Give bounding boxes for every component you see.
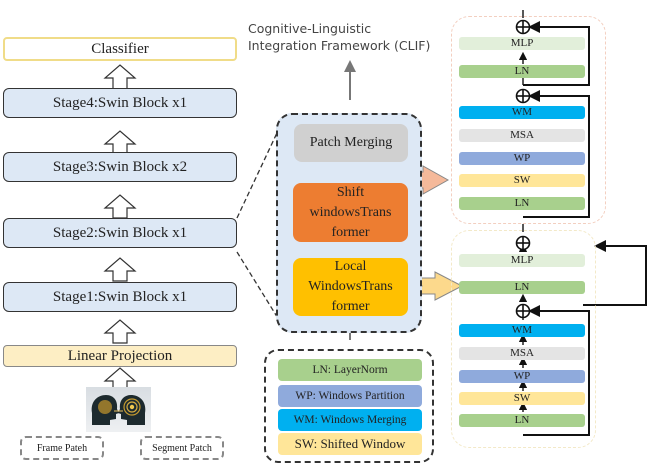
- local-layer-wp: WP: [459, 370, 585, 383]
- local-layer-ln-input: LN: [459, 414, 585, 427]
- local-layer-wm: WM: [459, 324, 585, 337]
- legend-item-ln: LN: LayerNorm: [278, 359, 422, 381]
- linear-projection-box: Linear Projection: [3, 345, 237, 367]
- shift-layer-wm: WM: [459, 106, 585, 119]
- local-layer-msa: MSA: [459, 347, 585, 360]
- input-image: [86, 387, 151, 432]
- shift-swin-block: [451, 16, 606, 224]
- local-transformer-line: WindowsTrans: [308, 279, 393, 294]
- classifier-box: Classifier: [3, 37, 237, 61]
- legend-item-wm: WM: Windows Merging: [278, 409, 422, 431]
- shift-windows-transformer-box: Shift windowsTrans former: [293, 183, 408, 242]
- shift-transformer-line: former: [331, 224, 370, 240]
- local-windows-transformer-box: Local WindowsTrans former: [293, 258, 408, 316]
- stage4-box: Stage4:Swin Block x1: [3, 88, 237, 118]
- title-line-1: Cognitive-Linguistic: [248, 21, 372, 36]
- stage2-box: Stage2:Swin Block x1: [3, 218, 237, 248]
- stage3-box: Stage3:Swin Block x2: [3, 152, 237, 182]
- legend-item-sw: SW: Shifted Window: [278, 433, 422, 455]
- shift-layer-ln-input: LN: [459, 197, 585, 210]
- shift-layer-ln: LN: [459, 65, 585, 78]
- add-icon: [515, 19, 531, 104]
- legend-item-wp: WP: Windows Partition: [278, 385, 422, 407]
- up-arrow-icon: [103, 64, 137, 393]
- diagram-title: Cognitive-Linguistic Integration Framewo…: [248, 20, 430, 54]
- local-layer-mlp: MLP: [459, 254, 585, 267]
- patch-merging-box: Patch Merging: [294, 124, 408, 162]
- two-heads-icon: [91, 395, 146, 425]
- add-icon: [515, 235, 531, 319]
- local-transformer-line: Local: [334, 259, 367, 274]
- local-transformer-line: former: [331, 299, 370, 314]
- segment-patch-box: Segment Patch: [140, 436, 224, 460]
- local-swin-block: [451, 230, 596, 448]
- frame-patch-box: Frame Pateh: [20, 436, 104, 460]
- shift-layer-wp: WP: [459, 152, 585, 165]
- stage1-box: Stage1:Swin Block x1: [3, 282, 237, 312]
- shift-transformer-line: Shift: [336, 184, 365, 200]
- local-layer-ln: LN: [459, 281, 585, 294]
- title-line-2: Integration Framework (CLIF): [248, 38, 431, 53]
- local-layer-sw: SW: [459, 392, 585, 405]
- legend: LN: LayerNorm WP: Windows Partition WM: …: [264, 349, 434, 463]
- shift-layer-msa: MSA: [459, 129, 585, 142]
- shift-layer-mlp: MLP: [459, 37, 585, 50]
- shift-layer-sw: SW: [459, 174, 585, 187]
- shift-transformer-line: windowsTrans: [309, 204, 392, 220]
